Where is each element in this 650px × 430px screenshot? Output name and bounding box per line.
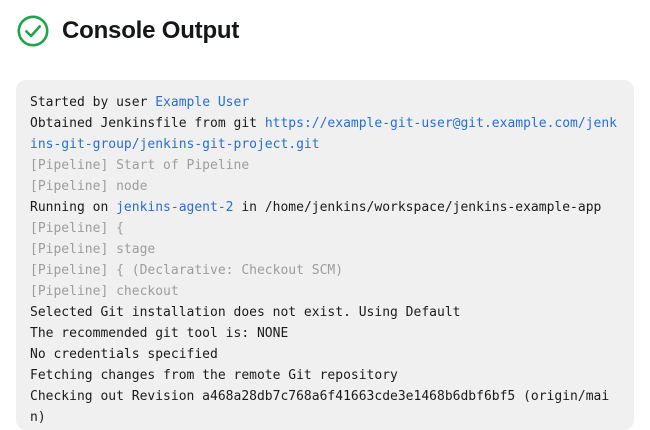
page-header: Console Output bbox=[0, 0, 650, 48]
console-log-line: [Pipeline] checkout bbox=[30, 281, 620, 302]
console-log-line: Running on jenkins-agent-2 in /home/jenk… bbox=[30, 197, 620, 218]
console-log-line: The recommended git tool is: NONE bbox=[30, 323, 620, 344]
console-log-text: in /home/jenkins/workspace/jenkins-examp… bbox=[233, 200, 602, 215]
console-log-text: The recommended git tool is: NONE bbox=[30, 326, 289, 341]
console-log-link[interactable]: Example User bbox=[155, 95, 250, 110]
console-log-line: [Pipeline] stage bbox=[30, 239, 620, 260]
console-log-text: [Pipeline] { bbox=[30, 221, 124, 236]
console-log-text: Obtained Jenkinsfile from git bbox=[30, 116, 265, 131]
console-log-link[interactable]: https://example-git-user@git.example.com… bbox=[30, 116, 618, 152]
check-circle-icon bbox=[17, 15, 49, 47]
console-log-text: [Pipeline] node bbox=[30, 179, 148, 194]
page-title: Console Output bbox=[62, 17, 240, 44]
console-log-text: [Pipeline] stage bbox=[30, 242, 156, 257]
console-log-line: [Pipeline] node bbox=[30, 176, 620, 197]
console-log-line: Obtained Jenkinsfile from git https://ex… bbox=[30, 113, 620, 155]
console-log-text: Started by user bbox=[30, 95, 156, 110]
console-log-text: No credentials specified bbox=[30, 347, 218, 362]
console-log-line: Checking out Revision a468a28db7c768a6f4… bbox=[30, 386, 620, 428]
console-log-line: No credentials specified bbox=[30, 344, 620, 365]
console-log-text: Fetching changes from the remote Git rep… bbox=[30, 368, 398, 383]
console-log-line: Started by user Example User bbox=[30, 92, 620, 113]
console-log-line: [Pipeline] Start of Pipeline bbox=[30, 155, 620, 176]
console-log-link[interactable]: jenkins-agent-2 bbox=[116, 200, 234, 215]
console-log-text: [Pipeline] checkout bbox=[30, 284, 179, 299]
console-log-text: Selected Git installation does not exist… bbox=[30, 305, 461, 320]
console-log-line: Fetching changes from the remote Git rep… bbox=[30, 365, 620, 386]
console-log-text: [Pipeline] Start of Pipeline bbox=[30, 158, 250, 173]
console-log-text: Running on bbox=[30, 200, 117, 215]
console-log-text: Checking out Revision a468a28db7c768a6f4… bbox=[30, 389, 610, 425]
console-log-text: [Pipeline] { (Declarative: Checkout SCM) bbox=[30, 263, 344, 278]
console-log-line: [Pipeline] { bbox=[30, 218, 620, 239]
console-log-line: [Pipeline] { (Declarative: Checkout SCM) bbox=[30, 260, 620, 281]
console-log-line: Selected Git installation does not exist… bbox=[30, 302, 620, 323]
